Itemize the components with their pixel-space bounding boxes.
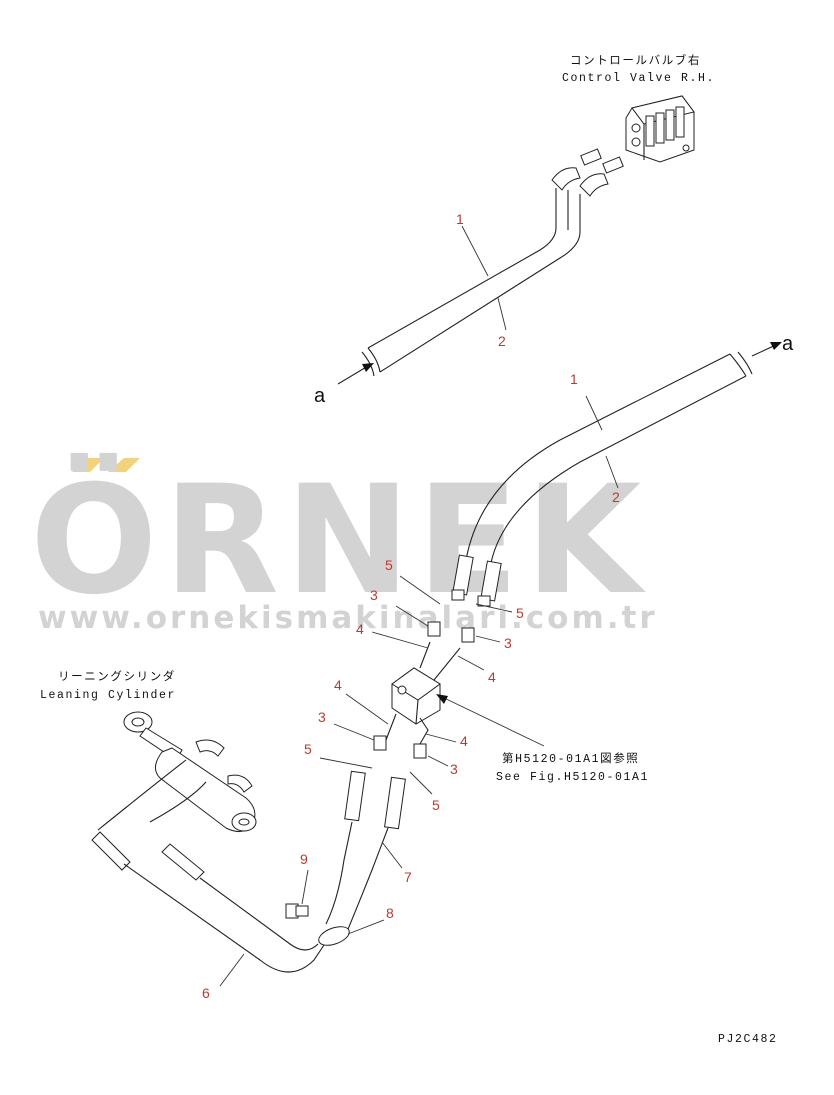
lower-hoses bbox=[91, 759, 389, 973]
watermark-brand: ÖRNEK bbox=[30, 452, 647, 628]
callout-item-9: 9 bbox=[300, 851, 308, 867]
top-hoses bbox=[361, 188, 581, 377]
callout-left-5: 5 bbox=[385, 557, 393, 573]
watermark-accent-left bbox=[72, 458, 104, 472]
callout-item-6: 6 bbox=[202, 985, 210, 1001]
callout-right-3: 3 bbox=[504, 635, 512, 651]
callout-item-7: 7 bbox=[404, 869, 412, 885]
arrow-a-left bbox=[337, 363, 374, 385]
leaning-cylinder-label-jp: リーニングシリンダ bbox=[58, 669, 176, 684]
middle-hoses bbox=[465, 351, 753, 569]
callout-lower-r5: 5 bbox=[432, 797, 440, 813]
arrow-a-right bbox=[751, 342, 782, 357]
junction-block bbox=[391, 667, 441, 725]
callout-top-1: 1 bbox=[456, 211, 464, 227]
drawing-number: PJ2C482 bbox=[718, 1033, 778, 1046]
watermark: ÖRNEK www.ornekismakinalari.com.tr bbox=[30, 452, 658, 636]
callout-item-8: 8 bbox=[386, 905, 394, 921]
callout-right-5: 5 bbox=[516, 605, 524, 621]
callout-mid-1: 1 bbox=[570, 371, 578, 387]
callout-left-3: 3 bbox=[370, 587, 378, 603]
control-valve bbox=[625, 95, 695, 163]
control-valve-label-en: Control Valve R.H. bbox=[562, 72, 715, 85]
callout-lower-3: 3 bbox=[318, 709, 326, 725]
callout-lower-5: 5 bbox=[304, 741, 312, 757]
watermark-url: www.ornekismakinalari.com.tr bbox=[38, 600, 658, 636]
callout-left-4: 4 bbox=[356, 621, 364, 637]
leaning-cylinder bbox=[123, 711, 257, 832]
leaning-cylinder-label-en: Leaning Cylinder bbox=[40, 689, 176, 702]
fig-ref-label-en: See Fig.H5120-01A1 bbox=[496, 771, 649, 784]
upper-hose-ends bbox=[451, 554, 502, 607]
valve-fittings bbox=[551, 148, 624, 197]
callout-lower-r3: 3 bbox=[450, 761, 458, 777]
callout-right-4: 4 bbox=[488, 669, 496, 685]
control-valve-label-jp: コントロールバルブ右 bbox=[570, 53, 701, 68]
callout-top-2: 2 bbox=[498, 333, 506, 349]
upper-fittings bbox=[419, 621, 475, 681]
lower-fittings bbox=[344, 713, 429, 830]
fig-ref-label-jp: 第H5120-01A1図参照 bbox=[502, 751, 639, 766]
callout-lower-4: 4 bbox=[334, 677, 342, 693]
callout-mid-2: 2 bbox=[612, 489, 620, 505]
arrow-a-left-label: a bbox=[314, 385, 326, 407]
arrow-a-right-label: a bbox=[782, 333, 794, 355]
callout-lower-r4: 4 bbox=[460, 733, 468, 749]
watermark-accent-right bbox=[108, 458, 140, 472]
